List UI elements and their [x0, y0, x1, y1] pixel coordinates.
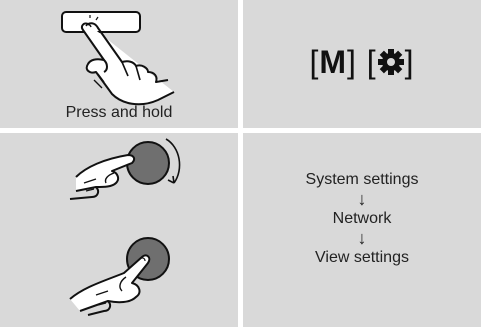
gear-icon — [377, 47, 405, 75]
down-arrow-icon: ↓ — [357, 228, 367, 248]
menu-path-steps: System settings ↓ Network ↓ View setting… — [243, 169, 481, 268]
rotary-knob-turn-icon — [69, 138, 181, 316]
hand-pressing-button-icon — [61, 11, 175, 106]
rotary-knob-press-icon — [69, 237, 170, 316]
step-network: Network — [332, 210, 392, 227]
key-combination: [M] [ — [243, 44, 481, 81]
open-bracket: [ — [309, 44, 320, 80]
rotary-knob-panel — [0, 133, 238, 327]
step-view-settings: View settings — [315, 249, 409, 266]
menu-key-label: M — [319, 44, 347, 80]
down-arrow-icon: ↓ — [357, 189, 367, 209]
close-bracket: ] — [404, 44, 415, 80]
press-and-hold-caption: Press and hold — [65, 104, 173, 121]
key-combination-panel: [M] [ — [243, 0, 481, 128]
step-system-settings: System settings — [305, 171, 419, 188]
open-bracket: [ — [366, 44, 377, 80]
menu-path-panel: System settings ↓ Network ↓ View setting… — [243, 133, 481, 327]
close-bracket: ] — [346, 44, 357, 80]
press-and-hold-panel: Press and hold — [0, 0, 238, 128]
